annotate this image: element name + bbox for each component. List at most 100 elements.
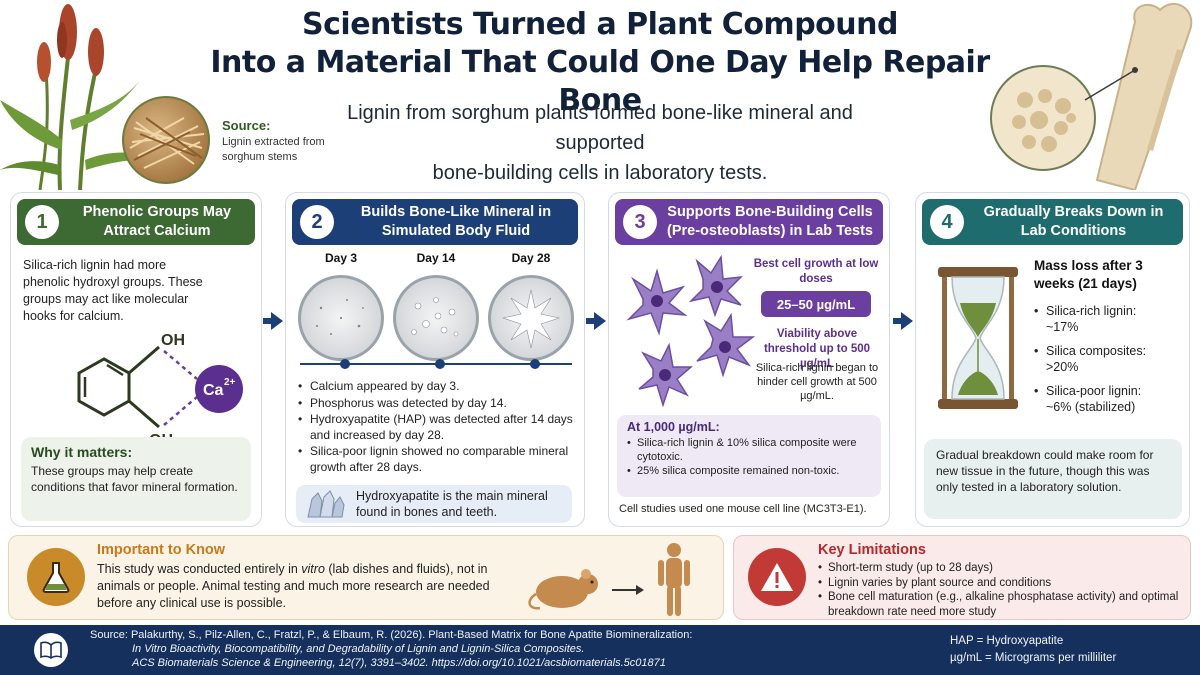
abbr-hap: HAP = Hydroxyapatite [950,635,1064,647]
mass-label: Silica-rich lignin: [1046,304,1137,318]
why-it-matters-box: Why it matters: These groups may help cr… [21,437,251,521]
mass-loss-list: Silica-rich lignin: ~17% Silica composite… [1034,303,1184,423]
panel-1-title: Phenolic Groups May Attract Calcium [82,204,232,239]
viability-label: Viability above threshold up to 500 µg/m… [763,328,871,370]
list-item: Silica composites: >20% [1034,343,1184,375]
warning-icon [748,548,806,606]
high-dose-title: At 1,000 µg/mL: [627,420,720,434]
mouse-icon [528,569,598,610]
human-icon [658,543,690,616]
mass-label: Silica-poor lignin: [1046,384,1142,398]
panel-1-text: Silica-rich lignin had more phenolic hyd… [23,258,203,323]
hinder-text: Silica-rich lignin began to hinder cell … [755,362,879,402]
panel-3-title: Supports Bone-Building Cells (Pre-osteob… [667,204,873,239]
list-item: Silica-rich lignin & 10% silica composit… [627,436,871,464]
panel-3-number: 3 [623,205,657,239]
important-text: This study was conducted entirely in vit… [97,561,517,612]
important-title: Important to Know [97,542,226,558]
bone-icon [990,3,1193,190]
key-limitations-box: Key Limitations Short-term study (up to … [733,535,1191,620]
mass-value: ~17% [1046,320,1079,334]
title-line-2: Into a Material That Could One Day Help … [210,45,990,118]
panel-2-number: 2 [300,205,334,239]
why-text: These groups may help create conditions … [31,464,238,494]
timeline [300,359,572,369]
day-3-label: Day 3 [324,251,358,265]
book-icon [34,633,68,667]
sorghum-plant-icon [0,4,160,190]
panel-4-title: Gradually Breaks Down in Lab Conditions [983,204,1164,239]
list-item: Silica-rich lignin: ~17% [1034,303,1184,335]
important-text-b: (lab dishes and fluids), not in animals … [97,562,490,610]
panel-2-title: Builds Bone-Like Mineral in Simulated Bo… [360,204,552,239]
source-text: Lignin extracted from sorghum stems [222,136,325,163]
day-28-label: Day 28 [511,251,551,265]
best-growth-label: Best cell growth at low doses [753,258,879,285]
page-title: Scientists Turned a Plant Compound Into … [180,6,1020,120]
list-item: Silica-poor lignin showed no comparable … [298,444,578,475]
list-item: 25% silica composite remained non-toxic. [627,464,871,478]
timeline-dot [340,359,350,369]
high-dose-box: At 1,000 µg/mL: Silica-rich lignin & 10%… [617,415,881,497]
mouse-to-human-icon [528,543,690,616]
hourglass-icon [938,267,1018,409]
cell-line-note: Cell studies used one mouse cell line (M… [619,503,867,515]
lignin-fiber-icon [122,96,210,184]
limitations-list: Short-term study (up to 28 days) Lignin … [818,561,1188,619]
panel-phenolic-groups: 1 Phenolic Groups May Attract Calcium Si… [10,192,262,527]
citation-line-1: Source: Palakurthy, S., Pilz-Allen, C., … [90,629,693,641]
list-item: Hydroxyapatite (HAP) was detected after … [298,412,578,443]
panel-2-header: 2 Builds Bone-Like Mineral in Simulated … [292,199,578,245]
why-title: Why it matters: [31,444,133,460]
limitations-title: Key Limitations [818,542,926,558]
mass-label: Silica composites: [1046,344,1147,358]
arrow-right-icon [263,312,283,330]
panel-1-number: 1 [25,205,59,239]
panel-2-bullets: Calcium appeared by day 3. Phosphorus wa… [298,379,578,476]
title-line-1: Scientists Turned a Plant Compound [302,7,898,42]
subtitle-line-2: bone-building cells in laboratory tests. [432,162,768,184]
crystal-icon [307,490,345,518]
citation: Source: Palakurthy, S., Pilz-Allen, C., … [90,628,810,670]
list-item: Silica-poor lignin: ~6% (stabilized) [1034,383,1184,415]
panel-bone-building-cells: 3 Supports Bone-Building Cells (Pre-oste… [608,192,890,527]
abbr-ugml: µg/mL = Micrograms per milliliter [950,652,1117,664]
panel-4-number: 4 [930,205,964,239]
high-dose-bullets: Silica-rich lignin & 10% silica composit… [627,436,871,478]
hap-note-box: Hydroxyapatite is the main mineral found… [296,485,572,523]
petri-dish-icon [393,275,479,361]
list-item: Lignin varies by plant source and condit… [818,576,1188,591]
petri-dish-icon [298,275,384,361]
source-label: Source: [222,118,271,133]
citation-line-2: In Vitro Bioactivity, Biocompatibility, … [132,643,585,655]
timeline-dot [530,359,540,369]
important-text-em: vitro [301,562,325,576]
mass-value: ~6% (stabilized) [1046,400,1136,414]
panel-breaks-down: 4 Gradually Breaks Down in Lab Condition… [915,192,1190,527]
source-block: Source: Lignin extracted from sorghum st… [222,118,332,165]
panel-3-header: 3 Supports Bone-Building Cells (Pre-oste… [615,199,883,245]
arrow-right-icon [893,312,913,330]
important-text-a: This study was conducted entirely in [97,562,302,576]
molecule-icon: OH OH Ca 2+ [77,333,243,449]
panel-bone-like-mineral: 2 Builds Bone-Like Mineral in Simulated … [285,192,585,527]
panel-4-header: 4 Gradually Breaks Down in Lab Condition… [922,199,1183,245]
footer: Source: Palakurthy, S., Pilz-Allen, C., … [0,625,1200,675]
calcium-charge: 2+ [224,377,236,388]
mass-value: >20% [1046,360,1079,374]
mass-loss-title: Mass loss after 3 weeks (21 days) [1034,258,1143,291]
list-item: Short-term study (up to 28 days) [818,561,1188,576]
list-item: Calcium appeared by day 3. [298,379,578,395]
calcium-label: Ca [203,382,224,399]
list-item: Phosphorus was detected by day 14. [298,396,578,412]
hap-note-text: Hydroxyapatite is the main mineral found… [356,489,548,519]
subtitle-line-1: Lignin from sorghum plants formed bone-l… [347,102,853,154]
gradual-breakdown-box: Gradual breakdown could make room for ne… [924,439,1182,519]
petri-dish-icon [488,275,574,361]
cell-icon [626,254,756,408]
list-item: Bone cell maturation (e.g., alkaline pho… [818,590,1188,619]
panel-1-header: 1 Phenolic Groups May Attract Calcium [17,199,255,245]
citation-line-3: ACS Biomaterials Science & Engineering, … [132,657,666,669]
timeline-dot [435,359,445,369]
abbreviations: HAP = Hydroxyapatite µg/mL = Micrograms … [950,633,1116,667]
